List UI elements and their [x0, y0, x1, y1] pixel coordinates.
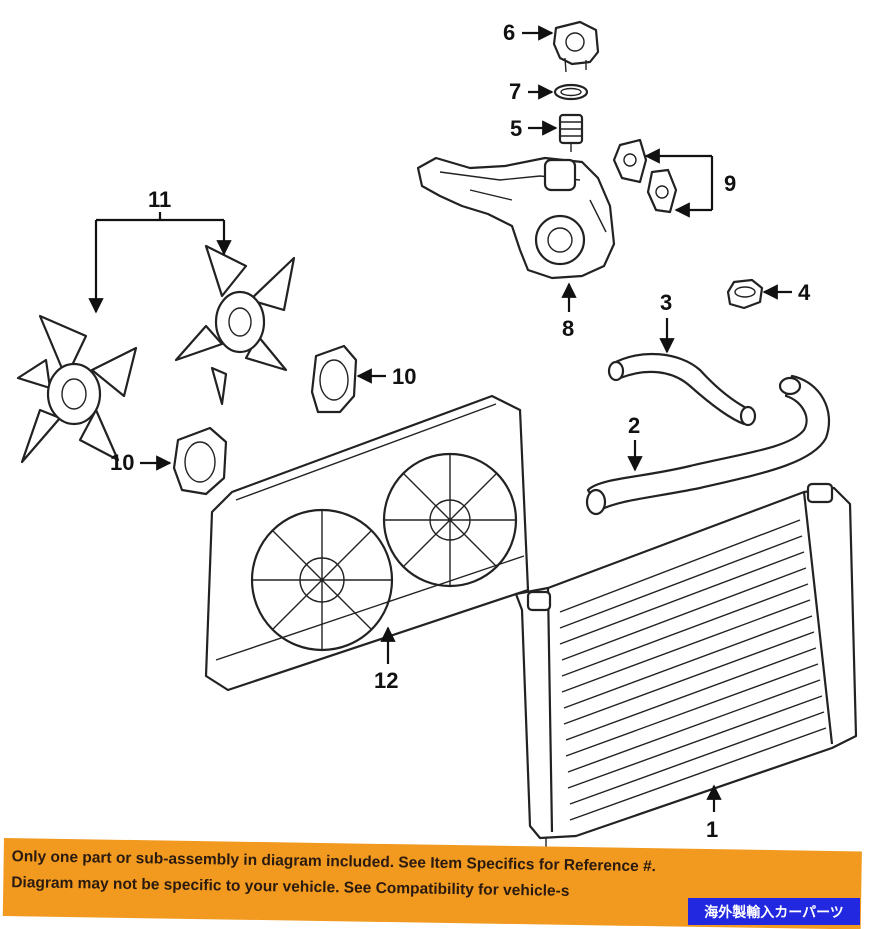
callout-12: 12 [374, 626, 398, 693]
callout-5: 5 [510, 116, 558, 141]
o-ring-part [553, 83, 589, 101]
callout-8: 8 [561, 282, 577, 341]
svg-text:8: 8 [562, 316, 574, 341]
callout-10-lower: 10 [110, 450, 172, 475]
callout-10-upper: 10 [356, 364, 416, 389]
svg-text:9: 9 [724, 171, 736, 196]
callout-2: 2 [627, 413, 643, 472]
svg-text:2: 2 [628, 413, 640, 438]
svg-text:12: 12 [374, 668, 398, 693]
fan-blade-part-right [174, 244, 296, 406]
svg-text:5: 5 [510, 116, 522, 141]
svg-text:4: 4 [798, 280, 811, 305]
callout-1: 1 [706, 784, 722, 842]
svg-text:3: 3 [660, 290, 672, 315]
gasket-part [612, 138, 678, 214]
radiator-part [514, 482, 858, 856]
svg-text:7: 7 [509, 79, 521, 104]
seller-badge: 海外製輸入カーパーツ [688, 898, 860, 925]
lower-hose-part [585, 374, 831, 516]
callout-9: 9 [644, 148, 736, 218]
thermostat-housing-part [552, 20, 600, 73]
fan-blade-part-left [16, 314, 138, 464]
disclaimer-line-1: Only one part or sub-assembly in diagram… [11, 848, 657, 876]
callout-7: 7 [509, 79, 554, 104]
fan-motor-part-upper [310, 344, 358, 414]
radiator-cap-part [726, 278, 764, 310]
svg-text:10: 10 [392, 364, 416, 389]
water-pump-part [416, 156, 616, 280]
svg-text:10: 10 [110, 450, 134, 475]
fan-shroud-part [204, 394, 530, 692]
upper-hose-part [607, 352, 757, 427]
disclaimer-line-2: Diagram may not be specific to your vehi… [11, 874, 570, 900]
svg-text:6: 6 [503, 20, 515, 45]
svg-text:1: 1 [706, 817, 718, 842]
thermostat-part [558, 113, 584, 152]
callout-3: 3 [659, 290, 675, 354]
callout-11: 11 [88, 187, 232, 314]
callout-4: 4 [762, 280, 811, 305]
svg-text:11: 11 [148, 187, 171, 212]
callout-6: 6 [503, 20, 554, 45]
fan-motor-part-lower [172, 426, 228, 496]
